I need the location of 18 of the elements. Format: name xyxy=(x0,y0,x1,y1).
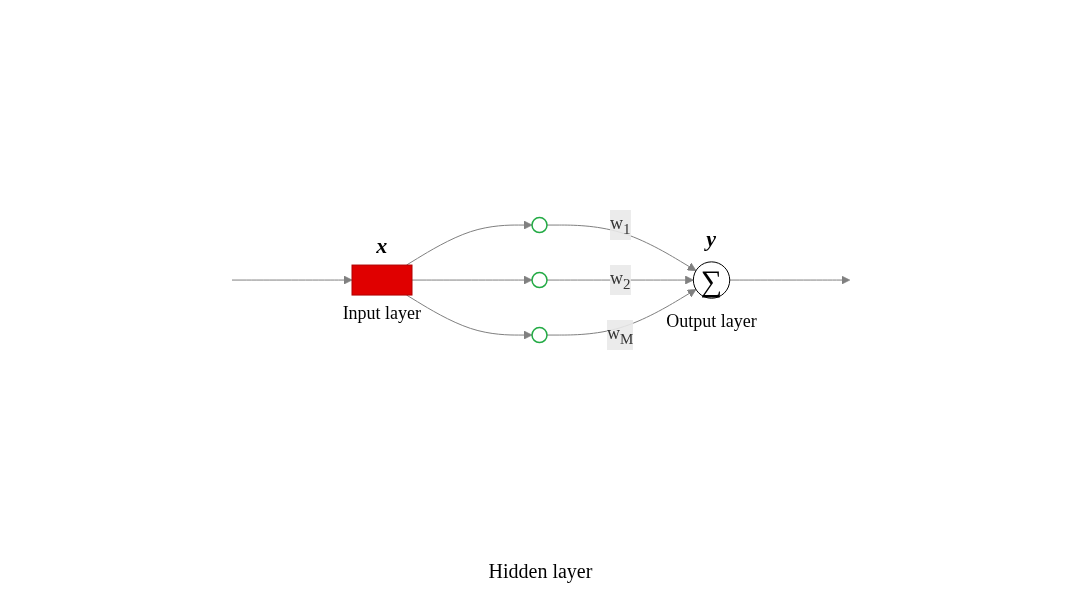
arrow xyxy=(231,275,353,285)
node-symbol-label: x xyxy=(376,233,388,259)
arrow xyxy=(546,275,694,285)
node-box xyxy=(351,264,413,296)
edge-label: w$_{1}$ xyxy=(609,212,631,237)
node-circle xyxy=(530,271,548,289)
layer-label: Hidden layer xyxy=(488,560,593,582)
arrow xyxy=(405,220,533,266)
node-circle xyxy=(530,216,548,234)
node-circle xyxy=(530,326,548,344)
arrow xyxy=(728,275,850,285)
node-circle: ∑ xyxy=(692,261,730,299)
edge-label: w$_{2}$ xyxy=(609,267,631,292)
node-symbol-label: y xyxy=(706,225,716,252)
edge-label: w$_{M}$ xyxy=(606,322,633,347)
layer-label: Input layer xyxy=(342,303,422,324)
layer-label: Output layer xyxy=(666,310,757,332)
arrow xyxy=(411,275,533,285)
